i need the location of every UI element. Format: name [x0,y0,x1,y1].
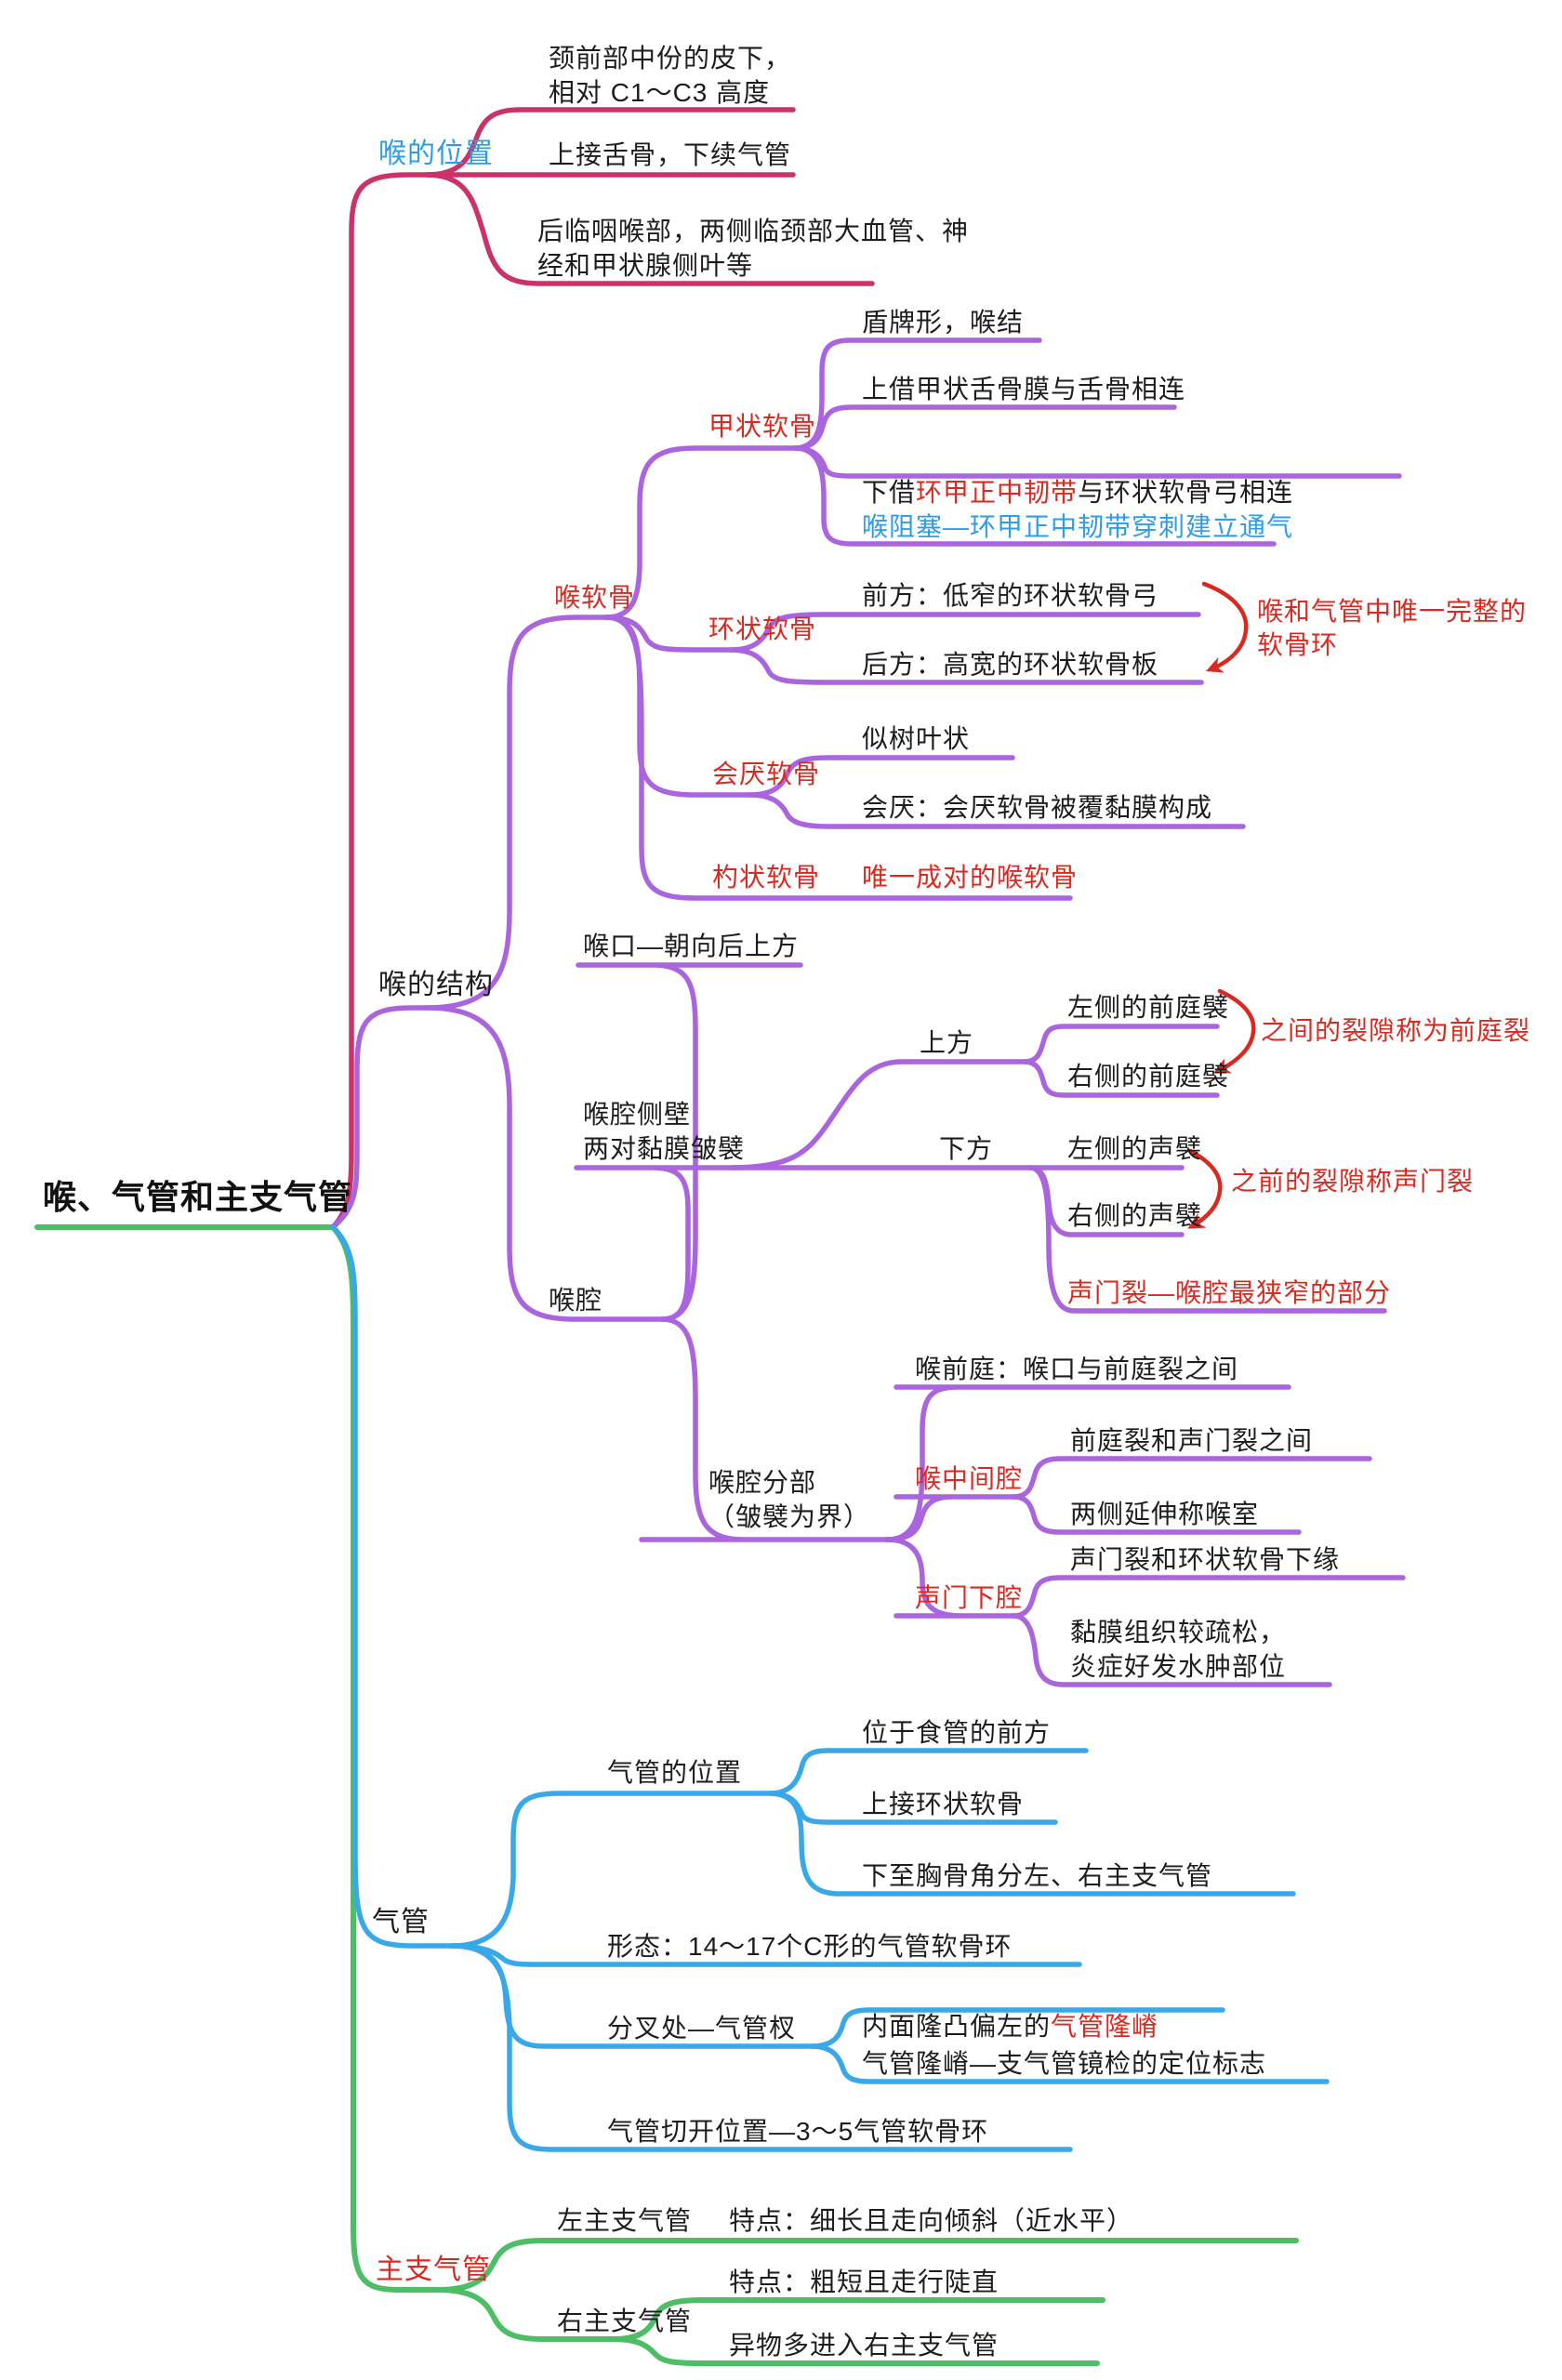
node-vestibular-fold-left[interactable]: 左侧的前庭襞 [1067,993,1230,1022]
node-vestibular-fold-right[interactable]: 右侧的前庭襞 [1067,1062,1230,1091]
node-arytenoid-note[interactable]: 唯一成对的喉软骨 [862,863,1079,892]
branch-trachea[interactable]: 气管 [372,1907,430,1937]
node-trachea-fork[interactable]: 分叉处—气管杈 [607,2014,797,2043]
node-position-relations[interactable]: 后临咽喉部，两侧临颈部大血管、神 经和甲状腺侧叶等 [537,217,970,280]
node-epiglottis[interactable]: 会厌：会厌软骨被覆黏膜构成 [862,793,1213,822]
curved-arrow-cricoid [1201,581,1249,673]
node-middle-ventricle[interactable]: 两侧延伸称喉室 [1070,1500,1260,1528]
node-trachea-front[interactable]: 位于食管的前方 [862,1718,1052,1747]
thyroid-lower-suffix: 与环状软骨弓相连 [1078,478,1294,507]
node-trachea-carina[interactable]: 内面隆凸偏左的气管隆嵴 [862,1975,1158,2043]
branch-larynx-structure[interactable]: 喉的结构 [378,970,494,1000]
node-middle-cavity[interactable]: 喉中间腔 [915,1464,1024,1493]
node-laryngeal-cartilages[interactable]: 喉软骨 [554,583,636,612]
node-arytenoid-cartilage[interactable]: 杓状软骨 [712,863,821,892]
node-cricoid-front[interactable]: 前方：低窄的环状软骨弓 [862,581,1159,610]
carina-prefix: 内面隆凸偏左的 [862,2012,1052,2041]
node-trachea-position[interactable]: 气管的位置 [607,1758,743,1787]
curved-arrow-vestibular [1213,988,1256,1074]
node-infraglottic-range[interactable]: 声门裂和环状软骨下缘 [1070,1545,1341,1574]
node-vestibule[interactable]: 喉前庭：喉口与前庭裂之间 [915,1355,1239,1383]
root-topic[interactable]: 喉、气管和主支气管 [43,1178,353,1216]
node-carina-landmark[interactable]: 气管隆嵴—支气管镜检的定位标志 [862,2049,1267,2078]
node-right-bronchus-foreign[interactable]: 异物多进入右主支气管 [729,2331,999,2360]
node-infraglottic-mucosa[interactable]: 黏膜组织较疏松， 炎症好发水肿部位 [1070,1618,1287,1681]
node-cricoid-cartilage[interactable]: 环状软骨 [708,615,817,643]
node-cavity-parts[interactable]: 喉腔分部 （皱襞为界） [708,1468,871,1531]
node-epiglottic-shape[interactable]: 似树叶状 [862,724,971,753]
node-epiglottic-cartilage[interactable]: 会厌软骨 [712,760,821,788]
callout-vestibular-fissure: 之间的裂隙称为前庭裂 [1261,1016,1531,1045]
node-trachea-shape[interactable]: 形态：14～17个C形的气管软骨环 [607,1932,1013,1961]
node-vocal-fold-right[interactable]: 右侧的声襞 [1067,1201,1203,1230]
node-wall-upper[interactable]: 上方 [920,1028,974,1057]
curved-arrow-vocal [1187,1148,1223,1229]
node-laryngeal-cavity[interactable]: 喉腔 [549,1286,603,1315]
node-position-vertical[interactable]: 上接舌骨，下续气管 [549,140,792,169]
carina-highlight: 气管隆嵴 [1051,2012,1159,2041]
node-left-bronchus-feature[interactable]: 特点：细长且走向倾斜（近水平） [729,2206,1134,2235]
node-thyroid-lower[interactable]: 下借环甲正中韧带与环状软骨弓相连 [862,441,1293,509]
node-trachea-incision[interactable]: 气管切开位置—3～5气管软骨环 [607,2117,989,2146]
node-thyroid-upper[interactable]: 上借甲状舌骨膜与舌骨相连 [862,375,1186,403]
node-right-bronchus-feature[interactable]: 特点：粗短且走行陡直 [729,2268,999,2296]
node-wall-lower[interactable]: 下方 [939,1134,994,1163]
node-trachea-lower[interactable]: 下至胸骨角分左、右主支气管 [862,1861,1213,1890]
node-infraglottic-cavity[interactable]: 声门下腔 [915,1583,1024,1612]
node-left-bronchus[interactable]: 左主支气管 [557,2206,693,2235]
thyroid-lower-prefix: 下借 [862,478,917,507]
node-trachea-upper[interactable]: 上接环状软骨 [862,1790,1025,1818]
node-position-subcutaneous[interactable]: 颈前部中份的皮下， 相对 C1～C3 高度 [549,44,792,107]
node-laryngeal-inlet[interactable]: 喉口—朝向后上方 [583,932,800,960]
node-vocal-fold-left[interactable]: 左侧的声襞 [1067,1134,1203,1163]
node-cricoid-back[interactable]: 后方：高宽的环状软骨板 [862,650,1159,679]
node-thyroid-cartilage[interactable]: 甲状软骨 [708,412,817,441]
node-middle-between[interactable]: 前庭裂和声门裂之间 [1070,1426,1314,1455]
branch-main-bronchi[interactable]: 主支气管 [376,2254,491,2285]
branch-larynx-position[interactable]: 喉的位置 [378,139,494,169]
node-cavity-wall[interactable]: 喉腔侧壁 两对黏膜皱襞 [583,1100,746,1163]
node-glottic-fissure-narrowest[interactable]: 声门裂—喉腔最狭窄的部分 [1067,1278,1392,1307]
node-thyroid-shape[interactable]: 盾牌形，喉结 [862,308,1025,337]
callout-cricoid-ring: 喉和气管中唯一完整的 软骨环 [1257,597,1528,659]
node-right-bronchus[interactable]: 右主支气管 [557,2307,693,2335]
thyroid-lower-highlight: 环甲正中韧带 [916,478,1079,507]
callout-glottic-fissure: 之前的裂隙称声门裂 [1231,1167,1475,1196]
node-thyroid-clinical[interactable]: 喉阻塞—环甲正中韧带穿刺建立通气 [862,512,1294,541]
